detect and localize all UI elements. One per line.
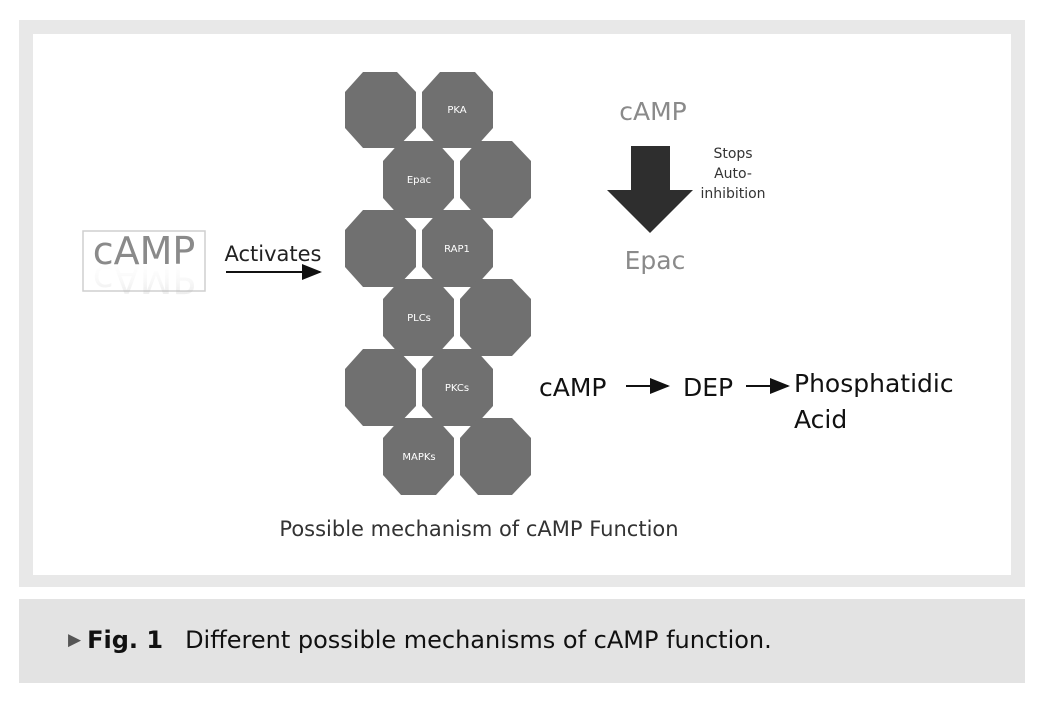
pathway: cAMP DEP Phosphatidic Acid: [539, 369, 954, 434]
hexagon: [460, 279, 531, 356]
pathway-step-acid: Acid: [794, 405, 847, 434]
big-down-arrow: [607, 146, 693, 233]
caption-text: Different possible mechanisms of cAMP fu…: [185, 626, 772, 654]
epac-panel-camp-label: cAMP: [619, 97, 687, 126]
hexagon: [345, 72, 416, 148]
hexagon: [460, 418, 531, 495]
camp-box-label: cAMP: [93, 229, 196, 273]
camp-box: cAMP cAMP: [82, 229, 206, 301]
caption-figure-label: Fig. 1: [87, 626, 164, 654]
epac-panel: cAMP Stops Auto- inhibition Epac: [607, 97, 766, 275]
figure-caption: ▶ Fig. 1 Different possible mechanisms o…: [68, 620, 772, 660]
hexagon-plcs: [383, 279, 454, 356]
hexagon-pka: [422, 72, 493, 148]
hexagon-epac: [383, 141, 454, 218]
caption-marker-icon: ▶: [68, 630, 82, 650]
hexagon-pkcs: [422, 349, 493, 426]
hexagon: [345, 349, 416, 426]
epac-panel-epac-label: Epac: [625, 246, 686, 275]
hexagon-label-epac: Epac: [407, 175, 431, 186]
note-line-1: Stops: [713, 146, 752, 162]
hexagon-label-pka: PKA: [447, 105, 466, 116]
pathway-step-phosphatidic: Phosphatidic: [794, 369, 954, 398]
hexagon: [345, 210, 416, 287]
diagram-title: Possible mechanism of cAMP Function: [279, 517, 678, 541]
pathway-step-camp: cAMP: [539, 373, 607, 402]
activates-label: Activates: [224, 242, 321, 266]
hexagon-grid: PKA Epac RAP1 PLCs PKCs MAPKs: [345, 72, 531, 495]
note-line-2: Auto-: [714, 166, 752, 182]
caption-bar: [19, 599, 1025, 683]
hexagon-label-pkcs: PKCs: [445, 383, 469, 394]
pathway-step-dep: DEP: [683, 373, 733, 402]
hexagon-rap1: [422, 210, 493, 287]
hexagon-mapks: [383, 418, 454, 495]
hexagon: [460, 141, 531, 218]
camp-box-reflection: cAMP: [93, 257, 196, 301]
note-line-3: inhibition: [700, 186, 765, 202]
hexagon-label-plcs: PLCs: [407, 313, 431, 324]
hexagon-label-rap1: RAP1: [444, 244, 470, 255]
hexagon-label-mapks: MAPKs: [402, 452, 435, 463]
